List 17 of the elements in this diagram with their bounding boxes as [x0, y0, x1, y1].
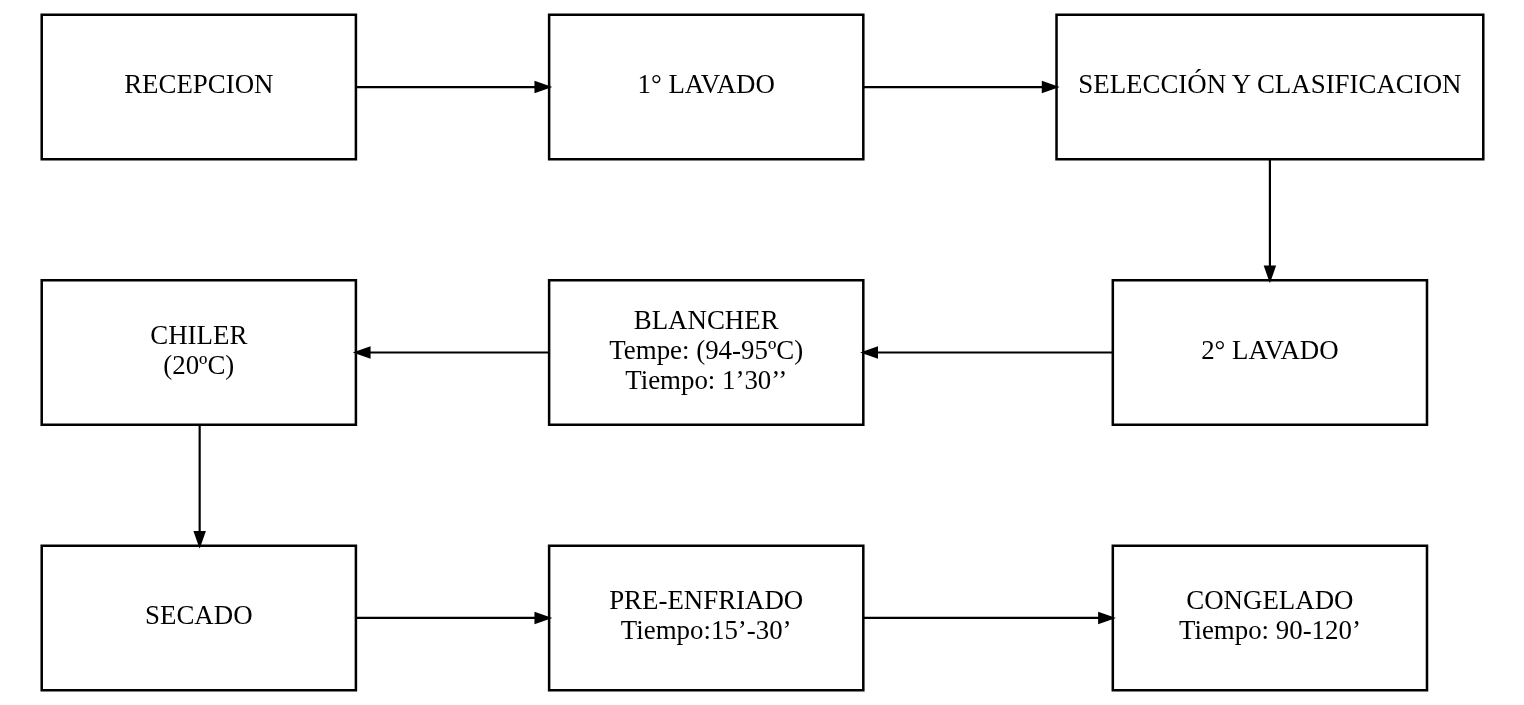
arrow: [863, 80, 1060, 94]
arrow: [356, 80, 552, 94]
node-box: SECADO: [39, 544, 357, 692]
node-box: CONGELADO Tiempo: 90-120’: [1111, 544, 1428, 692]
node-box: RECEPCION: [39, 13, 357, 161]
arrow: [192, 425, 206, 549]
node-box: SELECCIÓN Y CLASIFICACION: [1054, 13, 1485, 161]
arrow: [859, 346, 1112, 359]
node-box: BLANCHER Tempe: (94-95ºC) Tiempo: 1’30’’: [547, 279, 865, 426]
node-box: PRE-ENFRIADO Tiempo:15’-30’: [547, 544, 865, 692]
arrow: [352, 346, 548, 359]
arrow: [1263, 159, 1276, 284]
node-box: 1° LAVADO: [547, 13, 865, 161]
node-box: CHILER (20ºC): [39, 279, 357, 426]
arrow: [356, 611, 552, 625]
node-box: 2° LAVADO: [1111, 279, 1428, 426]
arrow: [863, 611, 1116, 625]
